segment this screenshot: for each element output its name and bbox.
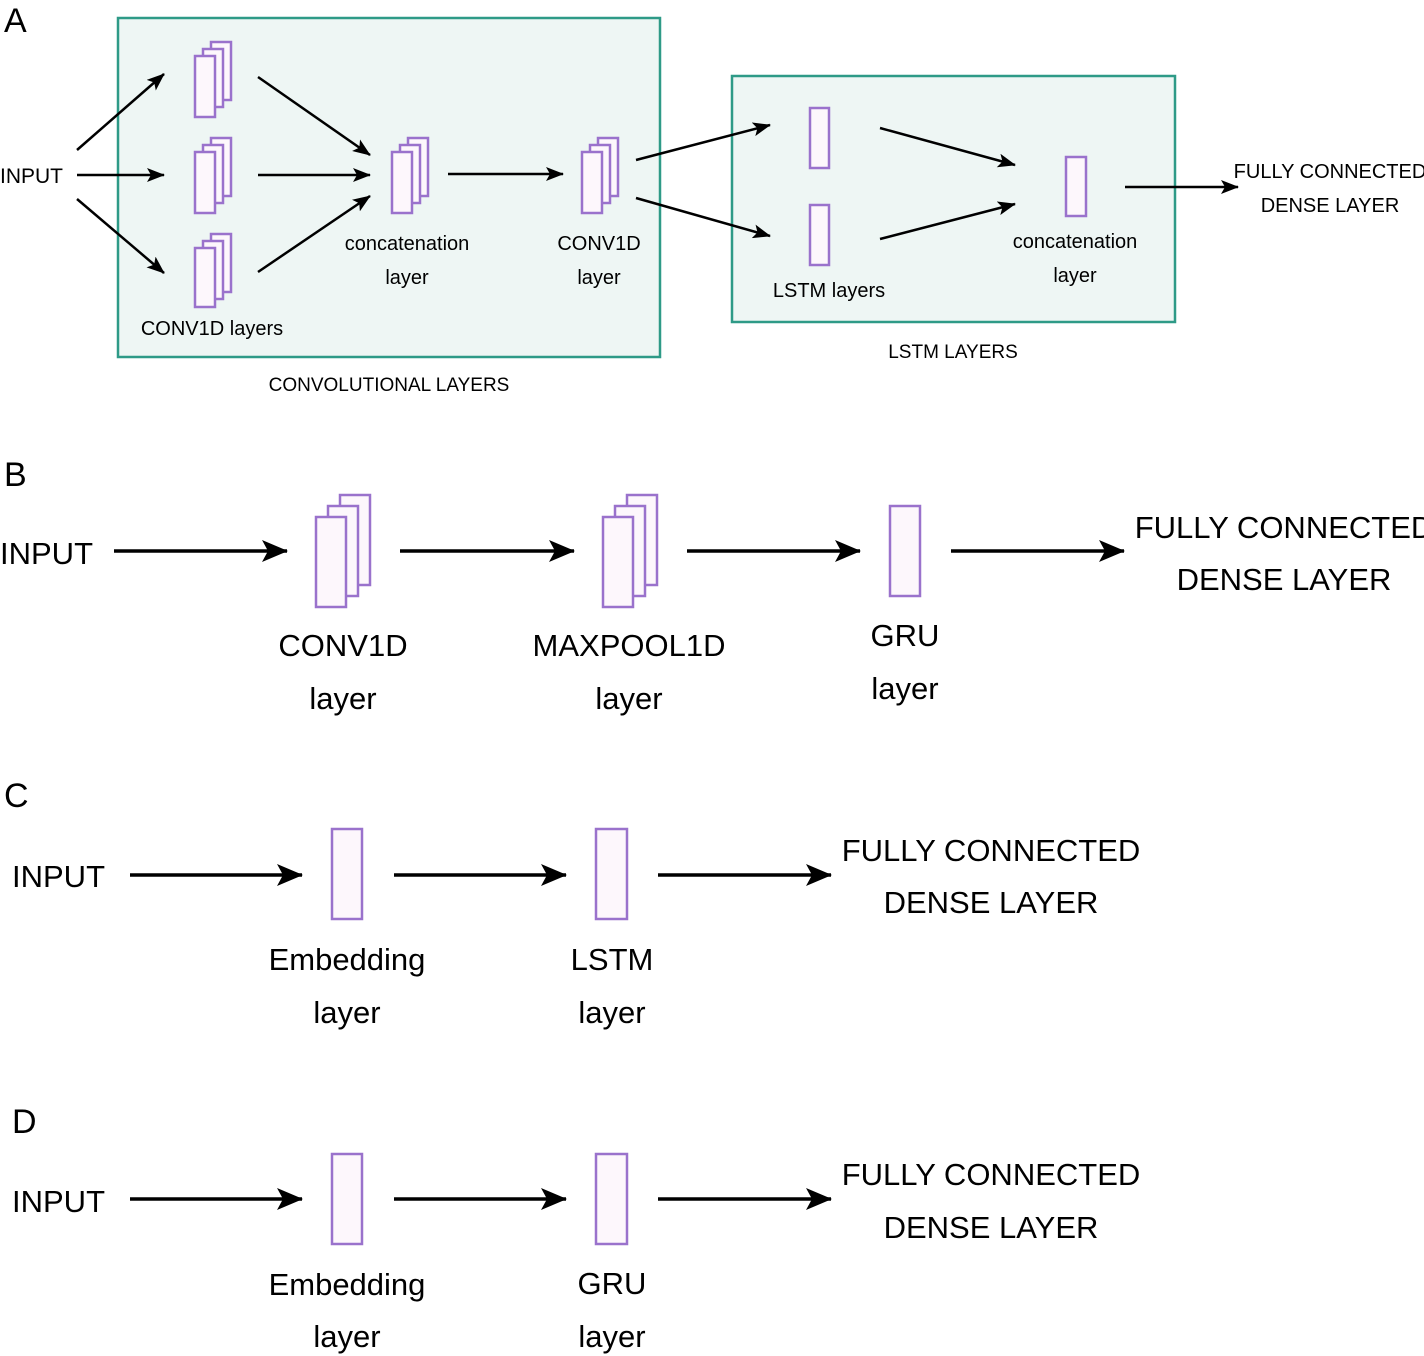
d-layer1-label-line1: Embedding [269, 1267, 426, 1302]
maxpool1d-layer-stack [601, 493, 659, 609]
lstm-layer-top [808, 106, 831, 170]
arrow-conv1d-top-to-concat [257, 75, 371, 157]
panel-a-dense-label-line1: FULLY CONNECTED [1234, 161, 1424, 183]
b-layer3-label-line2: layer [871, 671, 938, 706]
lstm-concatenation-label-line2: layer [1053, 265, 1097, 287]
d-dense-label-line2: DENSE LAYER [884, 1210, 1099, 1245]
convolutional-layers-title: CONVOLUTIONAL LAYERS [269, 375, 510, 396]
lstm-layer-bottom [808, 203, 831, 267]
panel-d: D INPUT Embedding layer GRU layer FULLY … [12, 1103, 1140, 1354]
b-layer2-label-line2: layer [595, 681, 662, 716]
lstm-layers-box [730, 74, 1177, 324]
c-layer1-label-line2: layer [313, 995, 380, 1030]
gru-layer [888, 504, 922, 598]
d-embedding-layer [330, 1152, 364, 1246]
c-lstm-layer [594, 827, 629, 921]
c-layer1-label-line1: Embedding [269, 942, 426, 977]
conv1d-layer-stack-top [193, 40, 233, 119]
d-layer1-label-line2: layer [313, 1319, 380, 1354]
arrow-lstm-bottom-to-concat [879, 201, 1016, 241]
c-layer2-label-line2: layer [578, 995, 645, 1030]
panel-c-input-label: INPUT [12, 859, 105, 894]
c-layer2-label-line1: LSTM [571, 942, 654, 977]
lstm-concatenation-label-line1: concatenation [1013, 231, 1138, 253]
panel-c-letter: C [4, 777, 29, 815]
conv1d-layer-label-line1: CONV1D [557, 233, 640, 255]
panel-b: B INPUT CONV1D layer MAXPOOL1D layer GRU… [0, 456, 1424, 716]
b-dense-label-line1: FULLY CONNECTED [1135, 510, 1424, 545]
lstm-layers-label: LSTM layers [773, 280, 885, 302]
panel-c: C INPUT Embedding layer LSTM layer FULLY… [4, 777, 1140, 1030]
panel-d-letter: D [12, 1103, 37, 1141]
conv1d-layer-label-line2: layer [577, 267, 621, 289]
d-layer2-label-line1: GRU [578, 1266, 647, 1301]
panel-b-input-label: INPUT [0, 536, 93, 571]
b-layer1-label-line1: CONV1D [278, 628, 407, 663]
d-gru-layer [594, 1152, 629, 1246]
concatenation-layer-stack [390, 136, 430, 215]
panel-a: A INPUT CONV1D layers [0, 2, 1424, 396]
arrow-conv1d-bottom-to-concat [257, 194, 371, 274]
arrow-conv1d-to-lstm-top [635, 122, 771, 162]
arrow-lstm-top-to-concat [879, 126, 1016, 168]
panel-d-input-label: INPUT [12, 1184, 105, 1219]
conv1d-layer-stack-bottom [193, 232, 233, 309]
concatenation-layer-label-line1: concatenation [345, 233, 470, 255]
panel-a-letter: A [4, 2, 27, 40]
c-dense-label-line1: FULLY CONNECTED [842, 833, 1141, 868]
panel-b-letter: B [4, 456, 27, 494]
b-layer3-label-line1: GRU [871, 618, 940, 653]
panel-a-dense-label-line2: DENSE LAYER [1261, 195, 1400, 217]
arrow-conv1d-to-lstm-bottom [635, 196, 771, 239]
conv1d-layer-stack-middle [193, 136, 233, 215]
b-dense-label-line2: DENSE LAYER [1177, 562, 1392, 597]
d-dense-label-line1: FULLY CONNECTED [842, 1157, 1141, 1192]
d-layer2-label-line2: layer [578, 1319, 645, 1354]
b-layer2-label-line1: MAXPOOL1D [533, 628, 726, 663]
concatenation-layer-label-line2: layer [385, 267, 429, 289]
panel-a-input-label: INPUT [0, 165, 63, 188]
lstm-concatenation-layer [1064, 155, 1088, 218]
arrow-input-to-conv1d-bottom [76, 198, 165, 274]
c-dense-label-line2: DENSE LAYER [884, 885, 1099, 920]
arrow-input-to-conv1d-top [76, 73, 165, 151]
c-embedding-layer [330, 827, 364, 921]
conv1d-single-layer-stack [580, 136, 620, 215]
conv1d-layers-label: CONV1D layers [141, 318, 283, 340]
conv1d-layer-stack [314, 493, 372, 609]
b-layer1-label-line2: layer [309, 681, 376, 716]
lstm-layers-title: LSTM LAYERS [888, 342, 1018, 363]
